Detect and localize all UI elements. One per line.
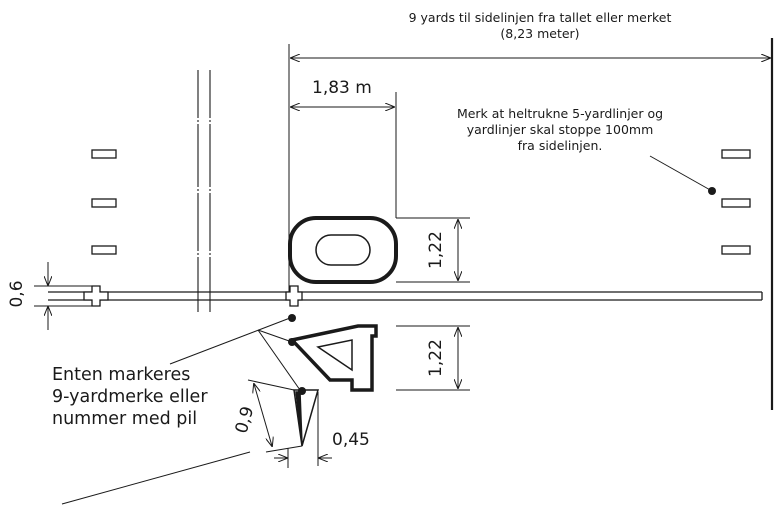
dimension-number-height-top [396, 217, 470, 283]
dimension-line-width [34, 262, 92, 330]
callout-line2: 9-yardmerke eller [52, 387, 208, 407]
tick-mark-center [285, 285, 303, 307]
callout-line1: Enten markeres [52, 365, 191, 385]
callout-label: Enten markeres 9-yardmerke eller nummer … [52, 364, 208, 430]
dimension-9-yards [288, 44, 770, 292]
dimension-arrow-width [274, 392, 332, 468]
callout-leaders [61, 317, 301, 505]
note-label: Merk at heltrukne 5-yardlinjer og yardli… [415, 106, 705, 154]
note-line1: Merk at heltrukne 5-yardlinjer og [456, 106, 664, 121]
note-line2: yardlinjer skal stoppe 100mm [466, 122, 654, 137]
top-dimension-line2: (8,23 meter) [500, 26, 580, 41]
callout-line3: nummer med pil [52, 409, 198, 429]
number-height-top-label: 1,22 [426, 231, 446, 269]
number-height-bottom-label: 1,22 [426, 339, 446, 377]
digit-four [288, 324, 378, 392]
note-leader [649, 155, 713, 192]
dimension-arrow-length [247, 379, 303, 453]
dimension-number-width [291, 92, 397, 218]
dimension-number-height-bottom [396, 325, 470, 391]
arrow-mark [293, 389, 319, 447]
top-dimension-label: 9 yards til sidelinjen fra tallet eller … [330, 10, 750, 42]
hash-marks-right [721, 149, 751, 255]
hash-marks-left [91, 149, 117, 255]
yard-line [48, 291, 763, 301]
line-width-label: 0,6 [7, 280, 27, 308]
note-line3: fra sidelinjen. [517, 138, 603, 153]
tick-mark-left [83, 285, 109, 307]
top-dimension-line1: 9 yards til sidelinjen fra tallet eller … [408, 10, 672, 25]
digit-zero [288, 216, 398, 284]
number-width-label: 1,83 m [312, 78, 372, 98]
arrow-width-label: 0,45 [332, 430, 370, 450]
